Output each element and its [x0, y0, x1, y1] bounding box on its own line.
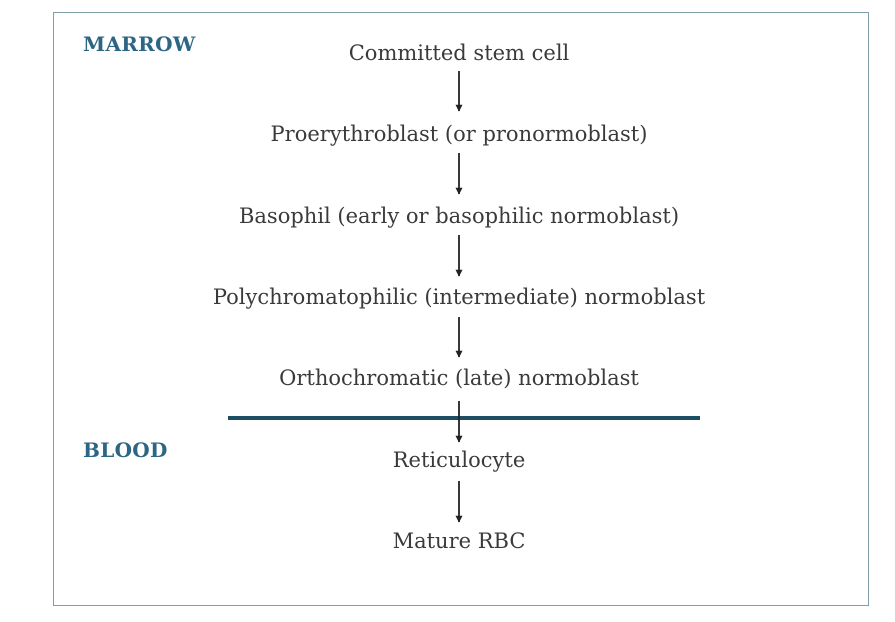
stage-proerythroblast: Proerythroblast (or pronormoblast) — [270, 122, 648, 146]
marrow-blood-divider — [228, 416, 700, 420]
blood-label: BLOOD — [83, 438, 168, 462]
stage-committed-stem-cell: Committed stem cell — [348, 41, 570, 65]
stage-polychromatophilic: Polychromatophilic (intermediate) normob… — [212, 285, 706, 309]
stage-orthochromatic: Orthochromatic (late) normoblast — [279, 366, 639, 390]
diagram-frame — [53, 12, 869, 606]
stage-basophil: Basophil (early or basophilic normoblast… — [238, 204, 680, 228]
stage-mature-rbc: Mature RBC — [392, 529, 526, 553]
stage-reticulocyte: Reticulocyte — [392, 448, 526, 472]
marrow-label: MARROW — [83, 32, 196, 56]
